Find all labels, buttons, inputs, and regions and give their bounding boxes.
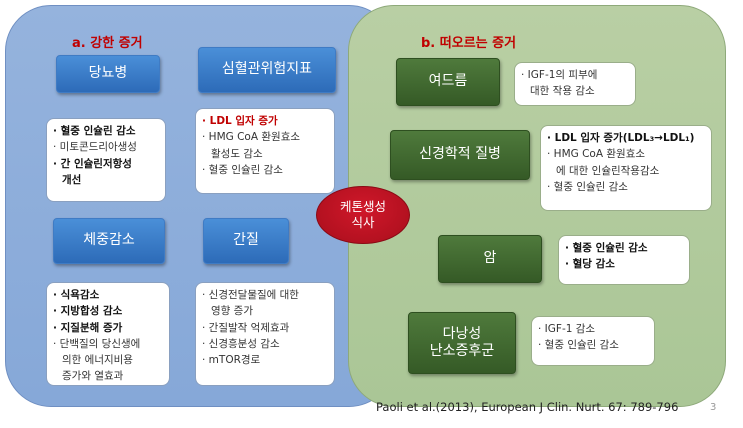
- note-cancer: · 혈중 인슐린 감소 · 혈당 감소: [558, 235, 690, 285]
- note-line: · 혈중 인슐린 감소: [53, 125, 136, 137]
- note-line: · HMG CoA 환원효소: [202, 131, 301, 144]
- oval-line1: 케톤생성: [339, 199, 386, 215]
- strong-evidence-title: a. 강한 증거: [72, 36, 143, 51]
- ketogenic-diet-oval: 케톤생성 식사: [316, 186, 410, 244]
- note-line: 대한 작용 감소: [530, 85, 595, 98]
- note-diabetes: · 혈중 인슐린 감소 · 미토콘드리아생성 · 간 인슐린저항성 개선: [46, 118, 166, 202]
- note-weight-loss: · 식욕감소 · 지방합성 감소 · 지질분해 증가 · 단백질의 당신생에 의…: [46, 282, 170, 386]
- note-line: · 혈당 감소: [565, 258, 615, 271]
- note-pcos: · IGF-1 감소 · 혈중 인슐린 감소: [531, 316, 655, 366]
- chip-acne: 여드름: [396, 58, 500, 106]
- note-line: · 신경전달물질에 대한: [202, 289, 299, 301]
- chip-weight-loss: 체중감소: [53, 218, 165, 264]
- note-cardiovascular: · LDL 입자 증가 · HMG CoA 환원효소 활성도 감소 · 혈중 인…: [195, 108, 335, 194]
- note-neurological: · LDL 입자 증가(LDL₃→LDL₁) · HMG CoA 환원효소 에 …: [540, 125, 712, 211]
- note-line: · 혈중 인슐린 감소: [202, 163, 283, 176]
- oval-line2: 식사: [351, 215, 375, 230]
- note-line: · 미토콘드리아생성: [53, 141, 137, 154]
- note-line: · 단백질의 당신생에: [53, 337, 141, 350]
- page-number: 3: [710, 402, 717, 413]
- note-line: · IGF-1의 피부에: [521, 69, 598, 81]
- note-line: 영향 증가: [211, 305, 253, 318]
- note-line: · 식욕감소: [53, 289, 100, 301]
- citation: Paoli et al.(2013), European J Clin. Nur…: [376, 400, 679, 414]
- note-epilepsy: · 신경전달물질에 대한 영향 증가 · 간질발작 억제효과 · 신경흥분성 감…: [195, 282, 335, 386]
- note-line: · 혈중 인슐린 감소: [547, 180, 628, 193]
- note-line: · 간질발작 억제효과: [202, 321, 290, 334]
- note-line: · 간 인슐린저항성: [53, 157, 132, 170]
- note-line: · LDL 입자 증가(LDL₃→LDL₁): [547, 132, 695, 144]
- chip-pcos: 다낭성 난소증후군: [408, 312, 516, 374]
- note-line: · IGF-1 감소: [538, 323, 596, 335]
- chip-pcos-line1: 다낭성: [442, 325, 482, 342]
- chip-cardiovascular-risk: 심혈관위험지표: [198, 47, 336, 93]
- note-line: 증가와 열효과: [62, 370, 124, 383]
- note-line: · 지방합성 감소: [53, 305, 123, 318]
- note-line: · 지질분해 증가: [53, 321, 123, 334]
- note-line: · mTOR경로: [202, 354, 261, 367]
- note-line: · 혈중 인슐린 감소: [538, 339, 619, 352]
- note-line: 의한 에너지비용: [62, 354, 133, 367]
- emerging-evidence-title: b. 떠오르는 증거: [421, 36, 517, 51]
- note-line: 개선: [62, 173, 82, 186]
- chip-pcos-line2: 난소증후군: [429, 343, 495, 359]
- note-line: · 혈중 인슐린 감소: [565, 242, 648, 254]
- note-line: · HMG CoA 환원효소: [547, 148, 646, 161]
- note-line: 활성도 감소: [211, 147, 263, 160]
- chip-diabetes: 당뇨병: [56, 55, 160, 93]
- chip-epilepsy: 간질: [203, 218, 289, 264]
- note-line: 에 대한 인슐린작용감소: [556, 164, 660, 177]
- note-line: · LDL 입자 증가: [202, 115, 278, 127]
- note-line: · 신경흥분성 감소: [202, 337, 280, 350]
- chip-cancer: 암: [438, 235, 542, 283]
- chip-neurological-disease: 신경학적 질병: [390, 130, 530, 180]
- note-acne: · IGF-1의 피부에 대한 작용 감소: [514, 62, 636, 106]
